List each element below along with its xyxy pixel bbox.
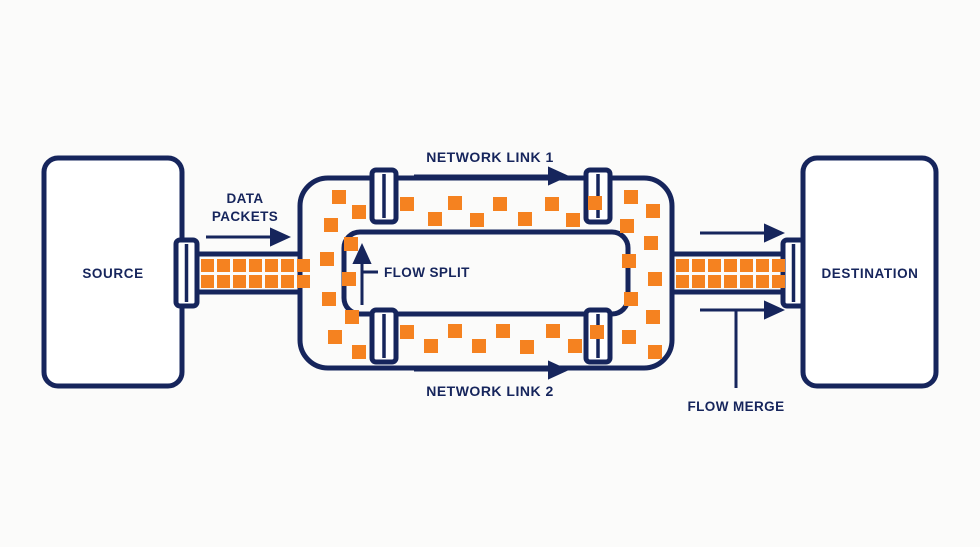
packet-square (297, 275, 310, 288)
source-packet-grid (201, 259, 310, 288)
ring-outer-wall (297, 175, 675, 371)
source-node[interactable]: SOURCE (41, 155, 185, 389)
packet-square (281, 259, 294, 272)
source-connector[interactable] (173, 237, 200, 309)
packet-square (624, 292, 638, 306)
network-link-1-annotation: NETWORK LINK 1 (414, 149, 569, 186)
packet-square (588, 196, 602, 210)
packet-square (400, 325, 414, 339)
packet-square (590, 325, 604, 339)
packet-square (646, 204, 660, 218)
packet-square (620, 219, 634, 233)
destination-packet-grid (676, 259, 785, 288)
destination-connector[interactable] (780, 237, 807, 309)
flow-split-annotation: FLOW SPLIT (352, 243, 470, 305)
data-packets-label-line2: PACKETS (212, 209, 278, 224)
flow-split-label: FLOW SPLIT (384, 265, 470, 280)
destination-pipe (672, 251, 784, 295)
packet-square (708, 275, 721, 288)
packet-square (448, 196, 462, 210)
packet-square (265, 275, 278, 288)
packet-square (332, 190, 346, 204)
packet-square (322, 292, 336, 306)
network-link-2-label: NETWORK LINK 2 (426, 383, 554, 399)
packet-square (448, 324, 462, 338)
packet-square (518, 212, 532, 226)
packet-square (201, 259, 214, 272)
packet-square (520, 340, 534, 354)
packet-square (724, 259, 737, 272)
destination-box[interactable] (800, 155, 939, 389)
merge-arrows (700, 223, 785, 320)
packet-square (676, 275, 689, 288)
packet-square (740, 259, 753, 272)
destination-label: DESTINATION (821, 266, 918, 281)
flow-merge-annotation: FLOW MERGE (688, 310, 785, 414)
link1-left-connector[interactable] (369, 167, 399, 225)
link2-left-connector[interactable] (369, 307, 399, 365)
packet-square (345, 310, 359, 324)
packet-square (624, 190, 638, 204)
packet-square (233, 259, 246, 272)
packet-square (233, 275, 246, 288)
flow-merge-label: FLOW MERGE (688, 399, 785, 414)
packet-square (493, 197, 507, 211)
packet-square (320, 252, 334, 266)
packet-square (400, 197, 414, 211)
packet-square (249, 259, 262, 272)
packet-square (324, 218, 338, 232)
packet-square (470, 213, 484, 227)
network-link-1-label: NETWORK LINK 1 (426, 149, 554, 165)
packet-square (424, 339, 438, 353)
packet-square (281, 275, 294, 288)
network-link-2-annotation: NETWORK LINK 2 (414, 360, 569, 399)
packet-square (201, 275, 214, 288)
source-pipe (195, 251, 300, 295)
loop-packets (320, 190, 662, 359)
packet-square (648, 272, 662, 286)
packet-square (676, 259, 689, 272)
packet-square (342, 272, 356, 286)
packet-square (622, 254, 636, 268)
packet-square (496, 324, 510, 338)
packet-square (546, 324, 560, 338)
packet-square (708, 259, 721, 272)
packet-square (328, 330, 342, 344)
packet-square (352, 205, 366, 219)
link2-packets (400, 324, 604, 354)
packet-square (692, 259, 705, 272)
packet-square (772, 275, 785, 288)
link1-packets (400, 196, 602, 227)
packet-square (217, 259, 230, 272)
packet-square (249, 275, 262, 288)
packet-square (217, 275, 230, 288)
packet-square (756, 259, 769, 272)
packet-square (644, 236, 658, 250)
packet-square (344, 237, 358, 251)
packet-square (646, 310, 660, 324)
packet-square (756, 275, 769, 288)
packet-square (772, 259, 785, 272)
data-packets-annotation: DATA PACKETS (206, 191, 291, 247)
packet-square (352, 345, 366, 359)
packet-square (566, 213, 580, 227)
data-packets-label-line1: DATA (226, 191, 263, 206)
packet-square (568, 339, 582, 353)
packet-square (724, 275, 737, 288)
packet-square (648, 345, 662, 359)
packet-square (692, 275, 705, 288)
packet-square (472, 339, 486, 353)
destination-node[interactable]: DESTINATION (800, 155, 939, 389)
packet-square (622, 330, 636, 344)
packet-square (740, 275, 753, 288)
packet-square (545, 197, 559, 211)
source-label: SOURCE (82, 266, 143, 281)
packet-square (297, 259, 310, 272)
packet-square (265, 259, 278, 272)
packet-square (428, 212, 442, 226)
